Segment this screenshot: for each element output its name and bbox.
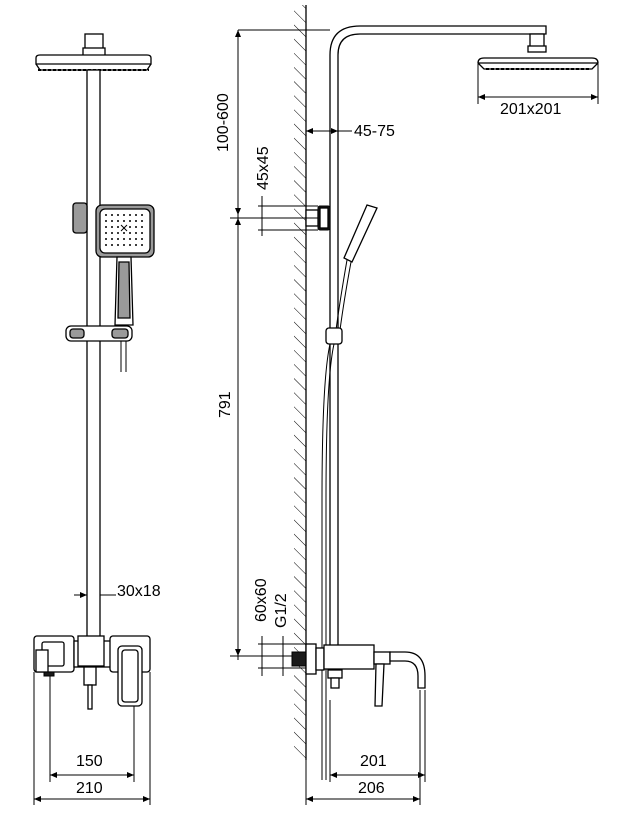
dim-centers: 150 [76,753,103,770]
side-slider [325,327,343,345]
front-dimensions [33,592,151,805]
dim-thread: G1/2 [273,593,290,628]
dim-pipe-section: 30x18 [117,583,161,600]
side-hose [321,343,335,780]
front-rain-head [35,33,152,71]
side-dimensions [230,29,599,805]
front-rail [86,69,101,639]
front-slider [65,325,133,372]
dim-front-width: 210 [76,780,103,797]
dim-wall-offset: 45-75 [354,123,395,140]
dim-spout-reach: 201 [360,753,387,770]
side-riser [329,25,599,650]
front-mixer [33,635,151,710]
dim-head-size: 201x201 [500,101,561,118]
dim-arm-height: 100-600 [215,93,232,152]
dim-rail-length: 791 [217,391,234,418]
dim-projection: 206 [358,780,385,797]
dim-bracket-size: 45x45 [255,146,272,190]
front-view [33,33,155,710]
side-hand-shower [335,204,378,331]
wall-hatch [294,5,306,760]
front-hand-shower [72,202,155,326]
side-view [291,5,599,780]
dim-inlet-size: 60x60 [253,578,270,622]
side-mixer [291,643,426,707]
